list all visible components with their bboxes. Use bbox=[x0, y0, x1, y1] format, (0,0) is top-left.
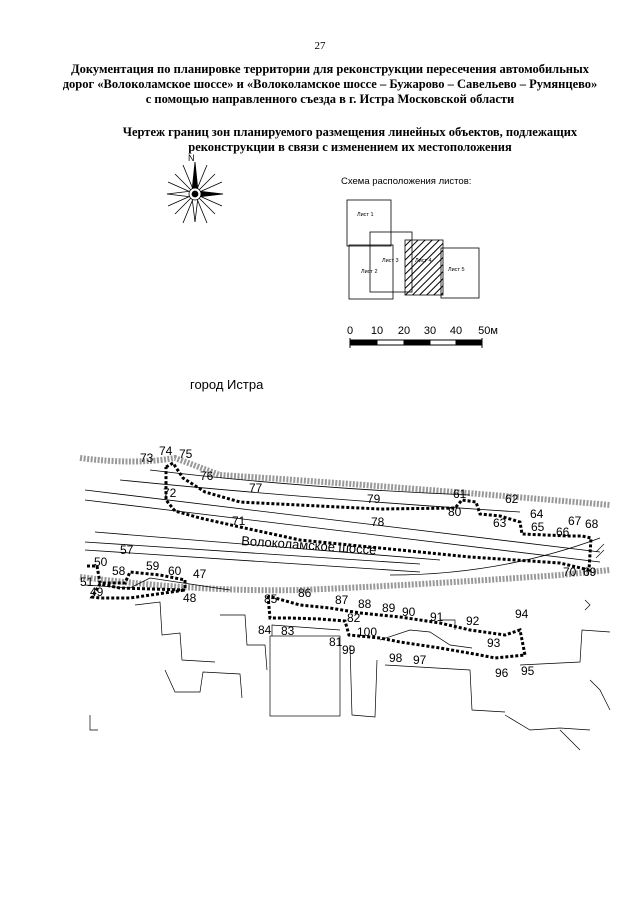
point-label-92: 92 bbox=[466, 614, 480, 628]
point-label-64: 64 bbox=[530, 507, 544, 521]
point-label-57: 57 bbox=[120, 543, 134, 557]
point-label-70: 70 bbox=[563, 565, 577, 579]
sheet-4-label: Лист 4 bbox=[415, 258, 432, 264]
point-label-80: 80 bbox=[448, 505, 462, 519]
scale-tick-0: 0 bbox=[347, 325, 353, 337]
point-label-49: 49 bbox=[90, 585, 104, 599]
point-label-51: 51 bbox=[80, 575, 94, 589]
point-label-89: 89 bbox=[382, 601, 396, 615]
point-label-63: 63 bbox=[493, 516, 507, 530]
point-label-60: 60 bbox=[168, 564, 182, 578]
point-label-59: 59 bbox=[146, 559, 160, 573]
point-label-98: 98 bbox=[389, 651, 403, 665]
point-label-73: 73 bbox=[140, 451, 154, 465]
point-label-82: 82 bbox=[347, 611, 361, 625]
point-label-62: 62 bbox=[505, 492, 519, 506]
scale-tick-30: 30 bbox=[424, 325, 436, 337]
point-label-99: 99 bbox=[342, 643, 356, 657]
point-label-65: 65 bbox=[531, 520, 545, 534]
point-label-72: 72 bbox=[163, 486, 177, 500]
sheet-scheme: Лист 1 Лист 2 Лист 3 Лист 4 Лист 5 bbox=[346, 199, 480, 300]
road-edges bbox=[84, 469, 601, 591]
point-label-58: 58 bbox=[112, 564, 126, 578]
point-label-90: 90 bbox=[402, 605, 416, 619]
sheet-1-frame bbox=[346, 199, 392, 247]
point-label-91: 91 bbox=[430, 610, 444, 624]
compass-rose-icon bbox=[166, 161, 224, 224]
point-label-87: 87 bbox=[335, 593, 349, 607]
point-label-86: 86 bbox=[298, 586, 312, 600]
point-label-84: 84 bbox=[258, 623, 272, 637]
scale-bar: 0 10 20 30 40 50м bbox=[347, 325, 498, 348]
point-label-100: 100 bbox=[357, 625, 377, 639]
hatched-boundary bbox=[79, 454, 611, 594]
scale-tick-40: 40 bbox=[450, 325, 462, 337]
point-label-71: 71 bbox=[232, 514, 246, 528]
point-label-47: 47 bbox=[193, 567, 207, 581]
planned-zone-boundaries bbox=[87, 461, 593, 660]
point-label-97: 97 bbox=[413, 653, 427, 667]
sheet-1-label: Лист 1 bbox=[357, 212, 374, 218]
point-label-48: 48 bbox=[183, 591, 197, 605]
point-label-74: 74 bbox=[159, 444, 173, 458]
scale-tick-20: 20 bbox=[398, 325, 410, 337]
point-label-94: 94 bbox=[515, 607, 529, 621]
drawing-subtitle: Чертеж границ зон планируемого размещени… bbox=[122, 125, 578, 154]
scale-tick-50: 50м bbox=[478, 325, 498, 337]
scale-tick-10: 10 bbox=[371, 325, 383, 337]
point-label-88: 88 bbox=[358, 597, 372, 611]
document-title: Документация по планировке территории дл… bbox=[62, 62, 598, 106]
point-label-61: 61 bbox=[453, 487, 467, 501]
point-label-78: 78 bbox=[371, 515, 385, 529]
compass-north-label: N bbox=[188, 153, 195, 163]
sheet-4-frame bbox=[404, 239, 444, 296]
point-label-79: 79 bbox=[367, 492, 381, 506]
point-label-76: 76 bbox=[200, 469, 214, 483]
point-label-68: 68 bbox=[585, 517, 599, 531]
sheet-2-frame bbox=[348, 244, 394, 300]
point-label-50: 50 bbox=[94, 555, 108, 569]
sheet-3-label: Лист 3 bbox=[382, 258, 399, 264]
sheet-5-label: Лист 5 bbox=[448, 267, 465, 273]
sheet-5-frame bbox=[440, 247, 480, 299]
point-label-93: 93 bbox=[487, 636, 501, 650]
sheet-scheme-label: Схема расположения листов: bbox=[341, 176, 472, 187]
point-label-95: 95 bbox=[521, 664, 535, 678]
building-outlines bbox=[89, 599, 611, 751]
point-label-75: 75 bbox=[179, 447, 193, 461]
point-label-67: 67 bbox=[568, 514, 582, 528]
corner-hatch bbox=[595, 543, 605, 559]
point-label-85: 85 bbox=[264, 592, 278, 606]
point-label-81: 81 bbox=[329, 635, 343, 649]
point-label-69: 69 bbox=[583, 565, 597, 579]
point-label-96: 96 bbox=[495, 666, 509, 680]
city-label: город Истра bbox=[190, 377, 264, 392]
point-label-66: 66 bbox=[556, 525, 570, 539]
page-number: 27 bbox=[314, 40, 326, 52]
sheet-2-label: Лист 2 bbox=[361, 269, 378, 275]
point-label-83: 83 bbox=[281, 624, 295, 638]
point-label-77: 77 bbox=[249, 481, 263, 495]
